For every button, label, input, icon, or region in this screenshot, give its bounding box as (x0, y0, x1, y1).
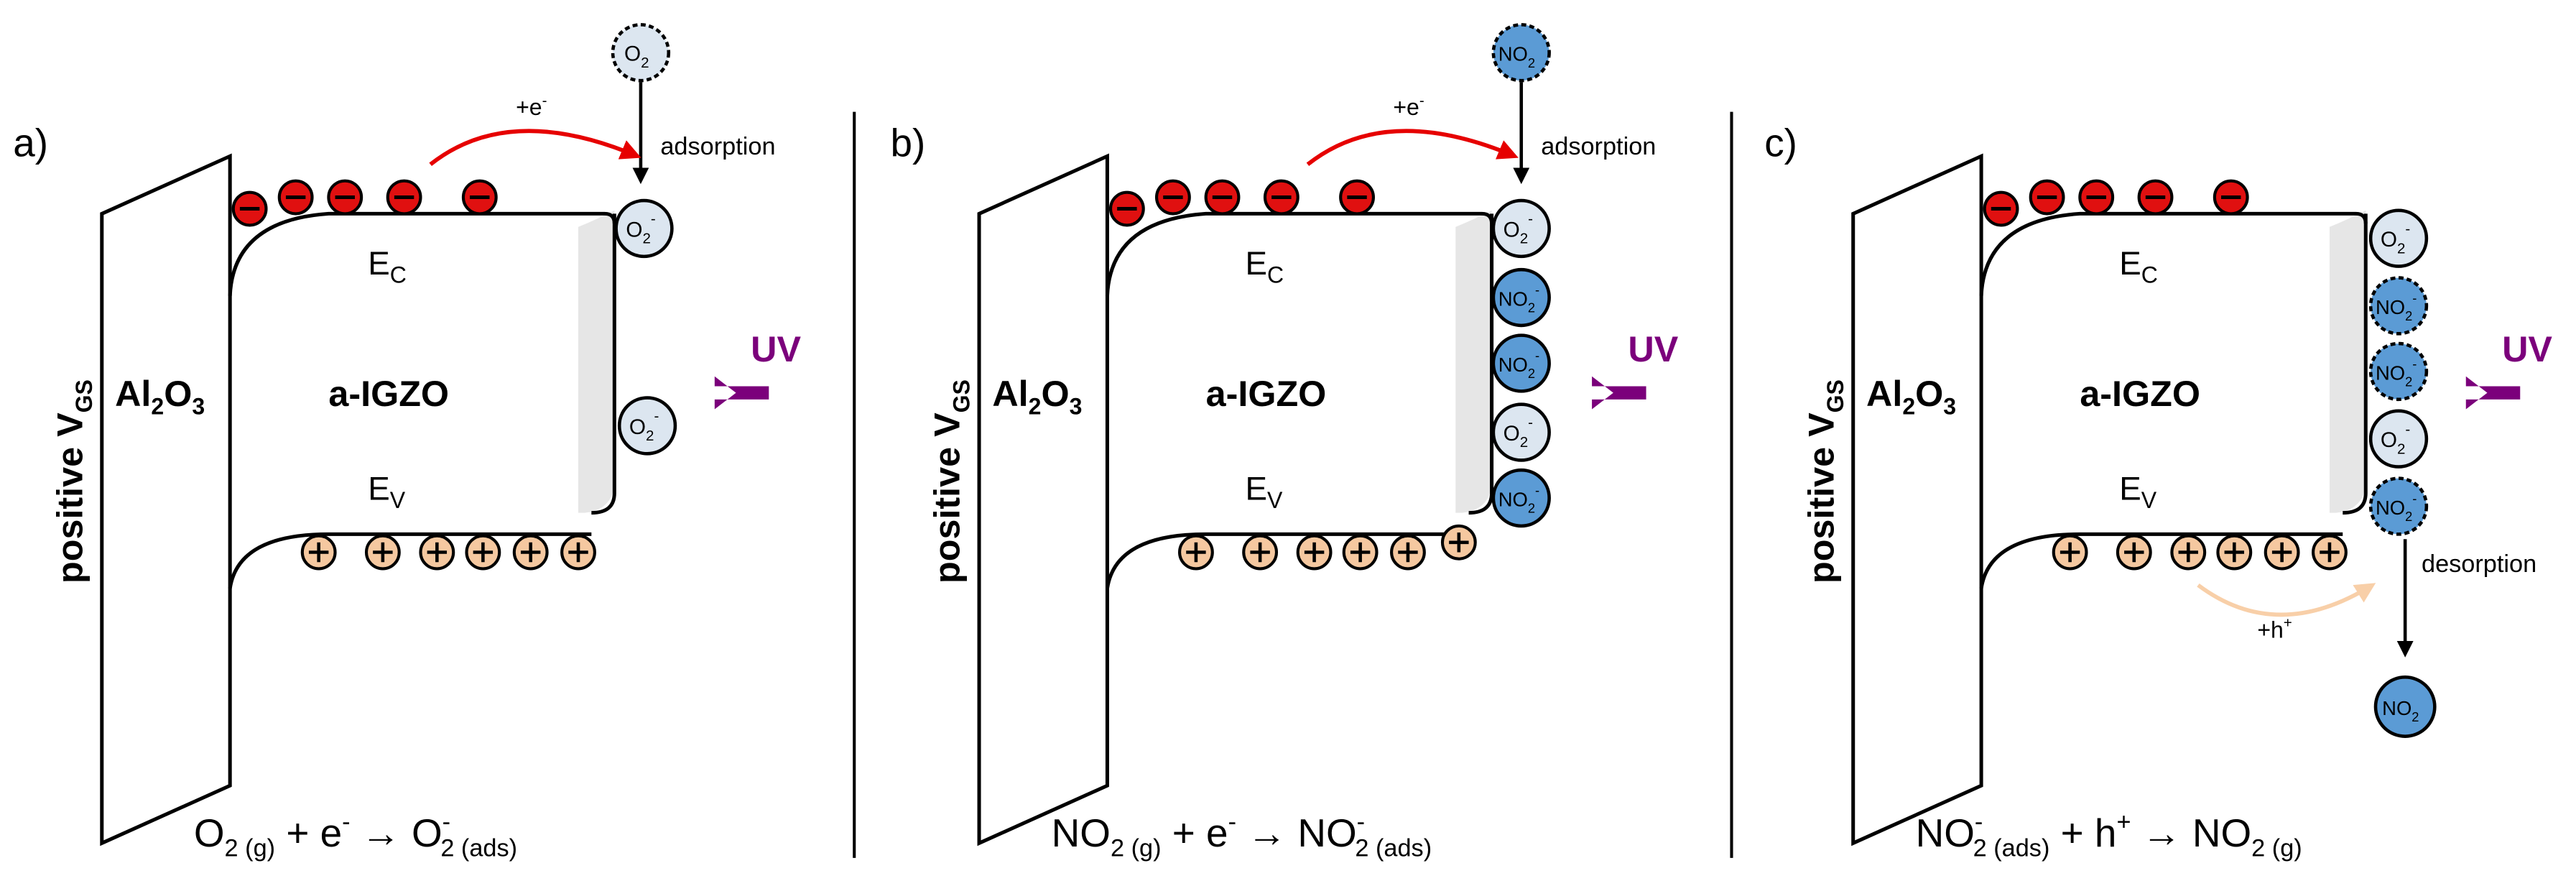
transfer-label: +e- (516, 92, 547, 120)
hole (1391, 536, 1424, 569)
conduction-band-label: EC (2119, 245, 2158, 287)
svg-text:NO2-: NO2- (2376, 356, 2417, 389)
no2-adsorbed-molecule (1491, 267, 1551, 328)
electron-transfer-arrow (1306, 129, 1519, 167)
o2-gas-molecule (611, 23, 671, 83)
panel-c: c) positive VGS Al2O3 a-IGZO EC EV O2- N… (1764, 120, 2552, 862)
svg-text:NO2-: NO2- (1498, 482, 1539, 515)
conduction-band-label: EC (1246, 245, 1284, 287)
svg-text:NO2: NO2 (2382, 697, 2419, 724)
hole (2054, 536, 2087, 569)
conduction-band-label: EC (368, 245, 407, 287)
channel-label: a-IGZO (328, 373, 449, 414)
uv-label: UV (751, 328, 801, 369)
oxide-label: Al2O3 (992, 373, 1082, 419)
hole (366, 536, 399, 569)
oxide-label: Al2O3 (115, 373, 205, 419)
o2-adsorbed-molecule (614, 198, 674, 259)
hole (1298, 536, 1331, 569)
svg-text:O2-: O2- (2381, 221, 2410, 257)
process-label: desorption (2422, 550, 2536, 578)
valence-band-label: EV (1246, 470, 1284, 512)
svg-text:NO2-: NO2- (2376, 290, 2417, 323)
hole (467, 536, 500, 569)
process-label: adsorption (660, 133, 775, 160)
electron-transfer-arrow (429, 129, 641, 167)
o2-adsorbed-molecule (2368, 208, 2429, 268)
process-label: adsorption (1541, 133, 1656, 160)
valence-band-label: EV (368, 470, 406, 512)
hole (420, 536, 453, 569)
panel-label: a) (13, 120, 48, 165)
hole (562, 536, 595, 569)
svg-text:NO2-: NO2- (1498, 282, 1539, 315)
transfer-label: +h+ (2257, 615, 2292, 643)
no2-adsorbed-molecule (1491, 333, 1551, 393)
hole (302, 536, 335, 569)
hole (2266, 536, 2299, 569)
panel-b: b) positive VGS Al2O3 a-IGZO EC EV NO2 a… (891, 23, 1679, 862)
hole (2313, 536, 2346, 569)
hole (2172, 536, 2205, 569)
reaction-equation: NO2 (g) + e- → NO-2 (ads) (1052, 808, 1432, 862)
hole (1442, 526, 1475, 559)
svg-text:O2-: O2- (629, 408, 659, 444)
svg-text:O2-: O2- (1504, 415, 1533, 451)
transfer-label: +e- (1393, 92, 1424, 120)
svg-text:NO2-: NO2- (2376, 491, 2417, 524)
uv-arrow-icon (2465, 376, 2521, 410)
o2-adsorbed-molecule (2368, 409, 2429, 469)
reaction-equation: O2 (g) + e- → O-2 (ads) (194, 808, 517, 862)
no2-desorbing-molecule (2368, 476, 2429, 536)
no2-desorbing-molecule (2368, 276, 2429, 336)
gate-voltage-label: positive VGS (49, 379, 97, 584)
uv-label: UV (2502, 328, 2552, 369)
panel-a: a) positive VGS Al2O3 a-IGZO EC EV O2 ad… (13, 23, 801, 862)
o2-adsorbed-molecule (617, 396, 677, 456)
hole (1344, 536, 1377, 569)
hole (2118, 536, 2151, 569)
svg-text:O2-: O2- (626, 211, 655, 246)
valence-band-label: EV (2119, 470, 2157, 512)
svg-text:O2-: O2- (1504, 211, 1533, 246)
panel-label: c) (1764, 120, 1797, 165)
channel-label: a-IGZO (1206, 373, 1327, 414)
hole (2218, 536, 2251, 569)
gate-voltage-label: positive VGS (1800, 379, 1848, 584)
uv-arrow-icon (1592, 376, 1646, 410)
no2-adsorbed-molecule (1491, 468, 1551, 528)
hole-transfer-arrow (2197, 583, 2376, 617)
o2-adsorbed-molecule (1491, 402, 1551, 462)
no2-desorbing-molecule (2368, 341, 2429, 402)
hole (1243, 536, 1277, 569)
uv-label: UV (1628, 328, 1678, 369)
gate-voltage-label: positive VGS (927, 379, 975, 584)
hole (514, 536, 547, 569)
panel-label: b) (891, 120, 926, 165)
reaction-equation: NO-2 (ads) + h+ → NO2 (g) (1916, 808, 2302, 862)
channel-label: a-IGZO (2080, 373, 2200, 414)
o2-adsorbed-molecule (1491, 198, 1551, 259)
no2-gas-molecule (1491, 23, 1551, 83)
oxide-label: Al2O3 (1866, 373, 1956, 419)
svg-text:O2: O2 (624, 42, 649, 71)
hole (1180, 536, 1213, 569)
svg-text:O2-: O2- (2381, 421, 2410, 457)
svg-text:NO2: NO2 (1498, 43, 1535, 70)
uv-arrow-icon (714, 376, 769, 410)
no2-gas-molecule (2373, 675, 2437, 738)
svg-text:NO2-: NO2- (1498, 348, 1539, 381)
